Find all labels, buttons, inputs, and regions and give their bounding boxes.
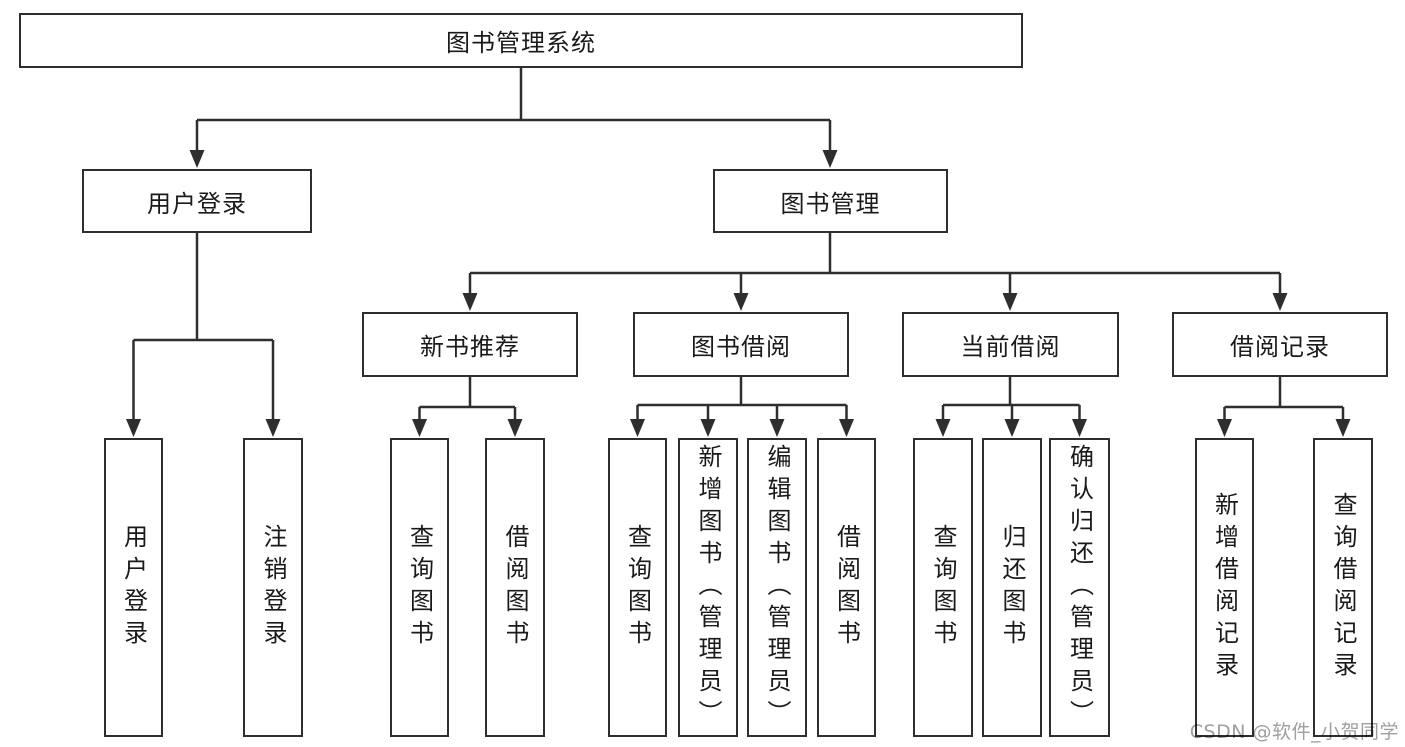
arrowheads bbox=[126, 150, 1351, 437]
leaf-logout: 注销登录 bbox=[243, 438, 303, 737]
arrow-down-icon bbox=[462, 293, 478, 311]
node-book-management: 图书管理 bbox=[713, 169, 948, 233]
node-current-borrowing: 当前借阅 bbox=[902, 312, 1119, 377]
arrow-down-icon bbox=[1004, 419, 1020, 437]
node-borrowing-records: 借阅记录 bbox=[1172, 312, 1388, 377]
leaf-confirm-return-admin: 确认归还（管理员） bbox=[1049, 438, 1110, 737]
arrow-down-icon bbox=[733, 293, 749, 311]
arrow-down-icon bbox=[935, 419, 951, 437]
arrow-down-icon bbox=[507, 419, 523, 437]
arrow-down-icon bbox=[126, 419, 141, 437]
node-new-book-recommend: 新书推荐 bbox=[362, 312, 578, 377]
leaf-return-book: 归还图书 bbox=[982, 438, 1042, 737]
connector-mgmt-to-level2 bbox=[468, 233, 1282, 295]
arrow-down-icon bbox=[412, 419, 427, 437]
leaf-edit-book-admin: 编辑图书（管理员） bbox=[747, 438, 807, 737]
leaf-add-borrow-record: 新增借阅记录 bbox=[1195, 438, 1254, 737]
connector-recommend-to-leaves bbox=[418, 377, 517, 421]
arrow-down-icon bbox=[189, 150, 205, 168]
node-book-borrowing: 图书借阅 bbox=[633, 312, 849, 377]
leaf-query-books-recommend: 查询图书 bbox=[390, 438, 449, 737]
node-library-system: 图书管理系统 bbox=[19, 13, 1023, 68]
connector-borrow-to-leaves bbox=[636, 377, 848, 421]
arrow-down-icon bbox=[265, 419, 281, 437]
arrow-down-icon bbox=[1217, 419, 1232, 437]
connector-records-to-leaves bbox=[1223, 377, 1345, 421]
connector-login-to-leaves bbox=[132, 233, 275, 421]
arrow-down-icon bbox=[839, 419, 854, 437]
arrow-down-icon bbox=[769, 419, 785, 437]
connector-root-to-level1 bbox=[195, 68, 832, 152]
arrow-down-icon bbox=[700, 419, 716, 437]
arrow-down-icon bbox=[630, 419, 645, 437]
leaf-query-borrow-record: 查询借阅记录 bbox=[1313, 438, 1373, 737]
leaf-borrow-books-recommend: 借阅图书 bbox=[485, 438, 545, 737]
arrow-down-icon bbox=[1272, 293, 1288, 311]
arrow-down-icon bbox=[1335, 419, 1351, 437]
leaf-add-book-admin: 新增图书（管理员） bbox=[678, 438, 738, 737]
leaf-borrow-books-borrowing: 借阅图书 bbox=[817, 438, 876, 737]
leaf-query-books-borrowing: 查询图书 bbox=[608, 438, 667, 737]
watermark: CSDN @软件_小贺同学 bbox=[1189, 721, 1399, 743]
node-user-login: 用户登录 bbox=[82, 169, 312, 233]
arrow-down-icon bbox=[1002, 293, 1018, 311]
leaf-user-login: 用户登录 bbox=[104, 438, 163, 737]
connector-current-to-leaves bbox=[941, 377, 1081, 421]
arrow-down-icon bbox=[1072, 419, 1087, 437]
arrow-down-icon bbox=[822, 150, 838, 168]
leaf-query-books-current: 查询图书 bbox=[913, 438, 973, 737]
